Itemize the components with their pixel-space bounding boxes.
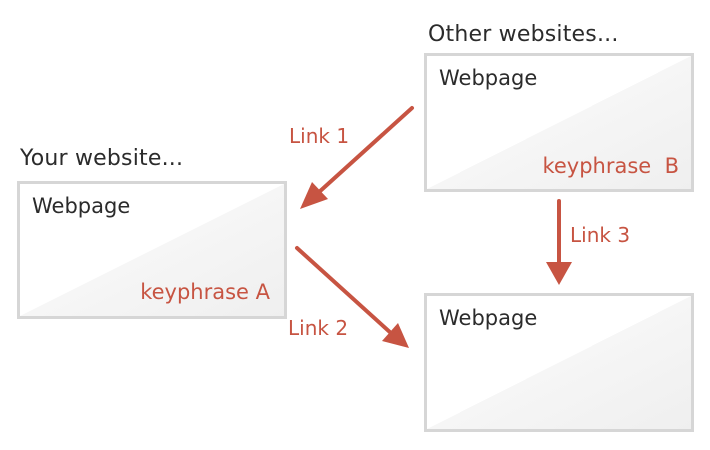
link-2-arrow [295,246,409,348]
target-webpage-box: Webpage [424,293,694,432]
link-1-label: Link 1 [289,124,350,148]
your-webpage-box: Webpage keyphrase A [17,181,287,319]
link-3-arrow [546,199,572,285]
link-2-label: Link 2 [288,316,349,340]
other-webpage-box: Webpage keyphrase B [424,53,694,192]
keyphrase-b: keyphrase B [542,154,679,178]
other-webpage-title: Webpage [439,66,538,90]
target-webpage-title: Webpage [439,306,538,330]
your-webpage-title: Webpage [32,194,131,218]
keyphrase-a: keyphrase A [140,280,270,304]
link-3-label: Link 3 [570,223,631,247]
link-1-arrow [300,106,414,209]
your-website-heading: Your website... [20,146,184,171]
other-websites-heading: Other websites... [428,22,619,47]
